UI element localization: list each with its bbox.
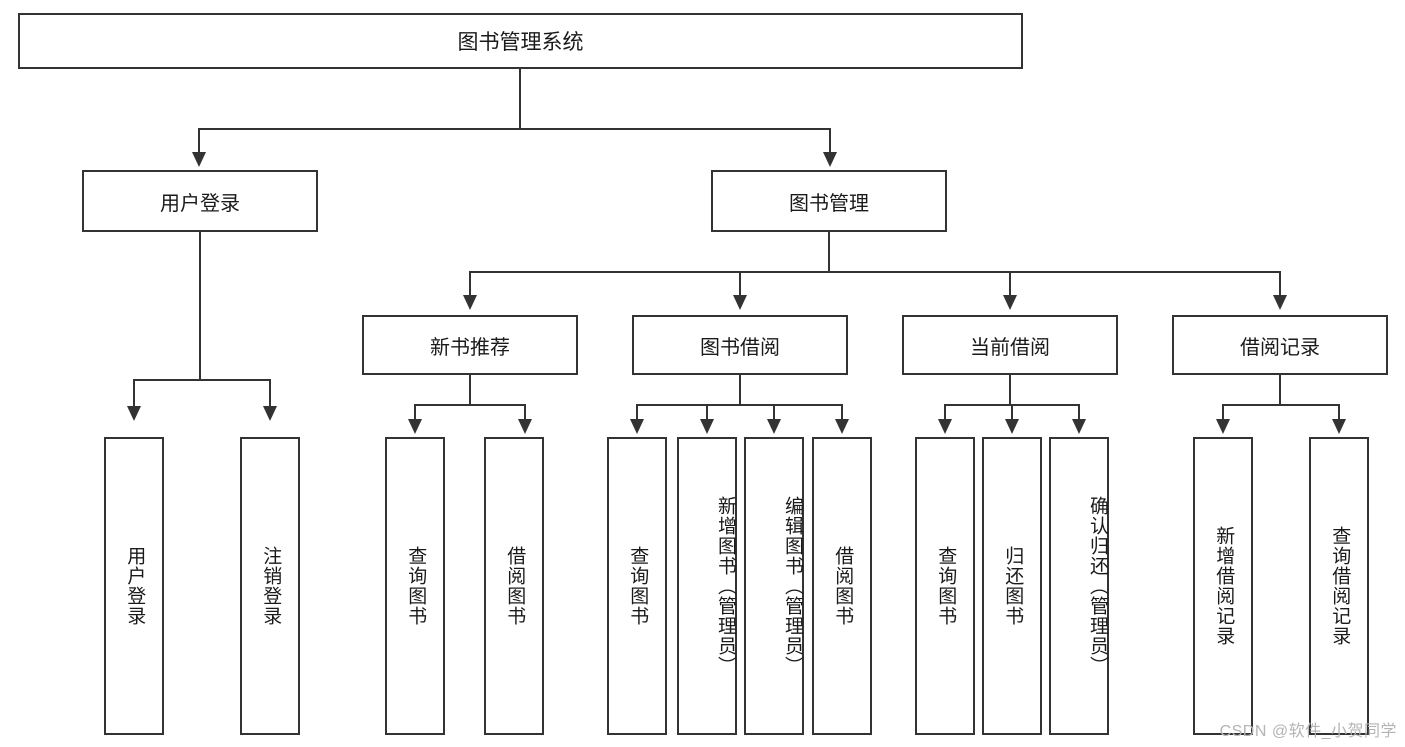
connector-current-c3 — [1078, 404, 1080, 420]
leaf-query-book-current[interactable]: 查询图书 — [915, 437, 975, 735]
leaf-borrow-book-recommend[interactable]: 借阅图书 — [484, 437, 544, 735]
node-label: 图书借阅 — [700, 336, 780, 359]
leaf-label: 借阅图书 — [504, 546, 526, 626]
connector-bookmgmt-trunk — [828, 232, 830, 272]
connector-borrow-trunk — [739, 375, 741, 405]
arrow-login-to-user-login — [127, 406, 141, 421]
connector-newbook-split — [414, 404, 524, 406]
arrow-root-to-bookmgmt — [823, 152, 837, 167]
arrow-borrow-c3 — [767, 419, 781, 434]
arrow-newbook-c1 — [408, 419, 422, 434]
arrow-to-newbook — [463, 295, 477, 310]
leaf-query-borrow-record[interactable]: 查询借阅记录 — [1309, 437, 1369, 735]
node-current-borrow[interactable]: 当前借阅 — [902, 315, 1118, 375]
leaf-return-book[interactable]: 归还图书 — [982, 437, 1042, 735]
connector-borrow-c4 — [841, 404, 843, 420]
arrow-to-current — [1003, 295, 1017, 310]
leaf-label: 新增借阅记录 — [1213, 526, 1235, 646]
connector-current-c1 — [944, 404, 946, 420]
arrow-newbook-c2 — [518, 419, 532, 434]
node-user-login[interactable]: 用户登录 — [82, 170, 318, 232]
connector-record-c1 — [1222, 404, 1224, 420]
leaf-add-borrow-record[interactable]: 新增借阅记录 — [1193, 437, 1253, 735]
connector-to-current — [1009, 271, 1011, 297]
connector-login-left — [133, 379, 135, 407]
node-label: 新书推荐 — [430, 336, 510, 359]
leaf-add-book-admin[interactable]: 新增图书（管理员） — [677, 437, 737, 735]
connector-to-borrow — [739, 271, 741, 297]
leaf-label: 新增图书（管理员） — [715, 496, 736, 676]
leaf-label: 借阅图书 — [832, 546, 854, 626]
node-label: 当前借阅 — [970, 336, 1050, 359]
leaf-label: 确认归还（管理员） — [1087, 496, 1108, 676]
connector-borrow-c1 — [636, 404, 638, 420]
connector-current-c2 — [1011, 404, 1013, 420]
leaf-label: 用户登录 — [124, 546, 146, 626]
connector-root-trunk — [519, 69, 521, 129]
node-book-borrow[interactable]: 图书借阅 — [632, 315, 848, 375]
arrow-record-c2 — [1332, 419, 1346, 434]
connector-bookmgmt-split — [469, 271, 1281, 273]
connector-login-split — [133, 379, 269, 381]
leaf-user-login[interactable]: 用户登录 — [104, 437, 164, 735]
leaf-logout[interactable]: 注销登录 — [240, 437, 300, 735]
node-new-book-recommend[interactable]: 新书推荐 — [362, 315, 578, 375]
connector-root-to-login — [198, 128, 200, 154]
connector-login-right — [269, 379, 271, 407]
leaf-borrow-book[interactable]: 借阅图书 — [812, 437, 872, 735]
arrow-to-borrow — [733, 295, 747, 310]
connector-borrow-c2 — [706, 404, 708, 420]
arrow-current-c3 — [1072, 419, 1086, 434]
arrow-current-c1 — [938, 419, 952, 434]
node-label: 图书管理 — [789, 192, 869, 215]
leaf-label: 查询图书 — [935, 546, 957, 626]
connector-login-trunk — [199, 232, 201, 380]
leaf-label: 归还图书 — [1002, 546, 1024, 626]
connector-borrow-c3 — [773, 404, 775, 420]
leaf-confirm-return-admin[interactable]: 确认归还（管理员） — [1049, 437, 1109, 735]
leaf-edit-book-admin[interactable]: 编辑图书（管理员） — [744, 437, 804, 735]
leaf-label: 编辑图书（管理员） — [782, 496, 803, 676]
arrow-borrow-c4 — [835, 419, 849, 434]
leaf-label: 查询借阅记录 — [1329, 526, 1351, 646]
connector-root-to-bookmgmt — [829, 128, 831, 154]
connector-current-trunk — [1009, 375, 1011, 405]
connector-to-record — [1279, 271, 1281, 297]
node-label: 用户登录 — [160, 192, 240, 215]
csdn-watermark: CSDN @软件_小贺同学 — [1219, 723, 1397, 740]
connector-borrow-split — [636, 404, 842, 406]
node-borrow-record[interactable]: 借阅记录 — [1172, 315, 1388, 375]
arrow-record-c1 — [1216, 419, 1230, 434]
node-book-management[interactable]: 图书管理 — [711, 170, 947, 232]
arrow-login-to-logout — [263, 406, 277, 421]
node-label: 借阅记录 — [1240, 336, 1320, 359]
leaf-label: 查询图书 — [405, 546, 427, 626]
connector-record-split — [1222, 404, 1338, 406]
connector-newbook-trunk — [469, 375, 471, 405]
arrow-root-to-login — [192, 152, 206, 167]
connector-record-c2 — [1338, 404, 1340, 420]
node-label: 图书管理系统 — [457, 31, 584, 54]
connector-newbook-c1 — [414, 404, 416, 420]
connector-record-trunk — [1279, 375, 1281, 405]
connector-newbook-c2 — [524, 404, 526, 420]
arrow-borrow-c1 — [630, 419, 644, 434]
leaf-label: 注销登录 — [260, 546, 282, 626]
arrow-borrow-c2 — [700, 419, 714, 434]
node-root-system[interactable]: 图书管理系统 — [18, 13, 1023, 69]
connector-root-split — [198, 128, 831, 130]
arrow-to-record — [1273, 295, 1287, 310]
leaf-query-book-borrow[interactable]: 查询图书 — [607, 437, 667, 735]
leaf-query-book-recommend[interactable]: 查询图书 — [385, 437, 445, 735]
connector-to-newbook — [469, 271, 471, 297]
leaf-label: 查询图书 — [627, 546, 649, 626]
arrow-current-c2 — [1005, 419, 1019, 434]
